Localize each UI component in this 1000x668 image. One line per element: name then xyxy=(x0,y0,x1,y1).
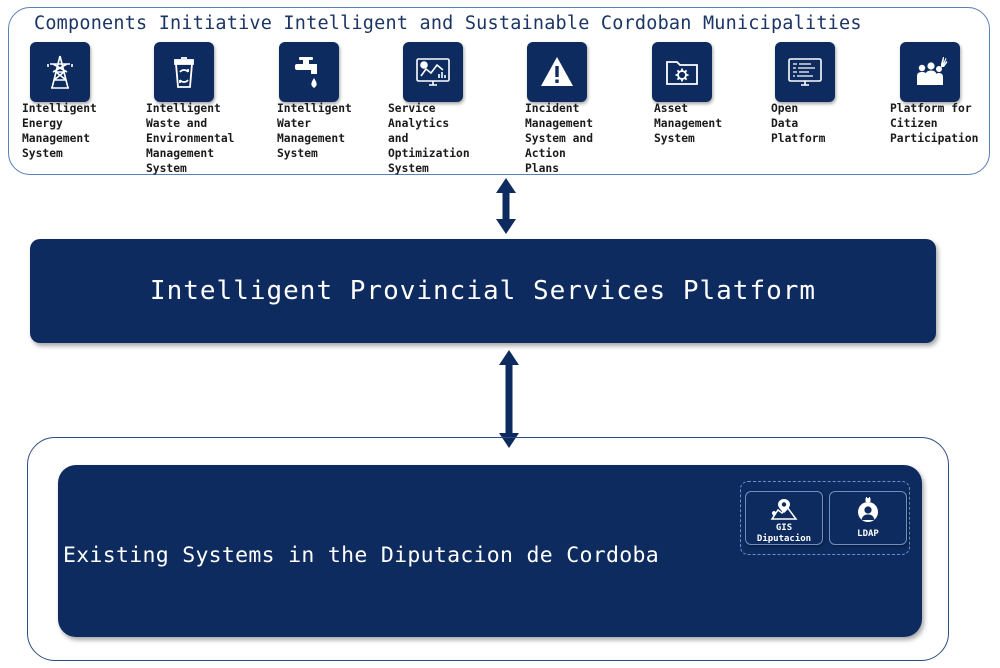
bidirectional-arrow-lower xyxy=(499,350,519,448)
bidirectional-arrow-upper xyxy=(496,178,516,234)
existing-systems-frame xyxy=(27,437,949,661)
existing-systems-label: Existing Systems in the Diputacion de Co… xyxy=(63,543,659,568)
subsystem-label: GIS Diputacion xyxy=(756,523,812,544)
data-monitor-icon xyxy=(775,42,835,102)
services-platform-block: Intelligent Provincial Services Platform xyxy=(30,239,936,343)
recycle-bin-icon xyxy=(154,42,214,102)
components-frame xyxy=(8,7,990,175)
component-label: Service Analytics and Optimization Syste… xyxy=(388,102,470,175)
component-label: Platform for Citizen Participation xyxy=(890,102,979,145)
services-platform-label: Intelligent Provincial Services Platform xyxy=(149,276,817,306)
component-label: Intelligent Energy Management System xyxy=(22,102,97,160)
subsystems-group: GIS Diputacion LDAP xyxy=(740,481,910,555)
analytics-monitor-icon xyxy=(403,42,463,102)
component-label: Intelligent Waste and Environmental Mana… xyxy=(146,102,235,175)
components-title: Components Initiative Intelligent and Su… xyxy=(34,13,862,34)
subsystem-ldap: LDAP xyxy=(829,491,907,545)
folder-gear-icon xyxy=(652,42,712,102)
user-lock-icon xyxy=(858,497,878,522)
citizens-icon xyxy=(900,42,960,102)
subsystem-gis: GIS Diputacion xyxy=(745,491,823,545)
power-tower-icon xyxy=(30,42,90,102)
component-label: Asset Management System xyxy=(654,102,723,145)
component-label: Incident Management System and Action Pl… xyxy=(525,102,594,175)
map-pin-icon xyxy=(770,499,798,520)
component-label: Intelligent Water Management System xyxy=(277,102,352,160)
water-tap-icon xyxy=(279,42,339,102)
subsystem-label: LDAP xyxy=(857,529,879,539)
warning-icon xyxy=(527,42,587,102)
component-label: Open Data Platform xyxy=(771,102,826,145)
